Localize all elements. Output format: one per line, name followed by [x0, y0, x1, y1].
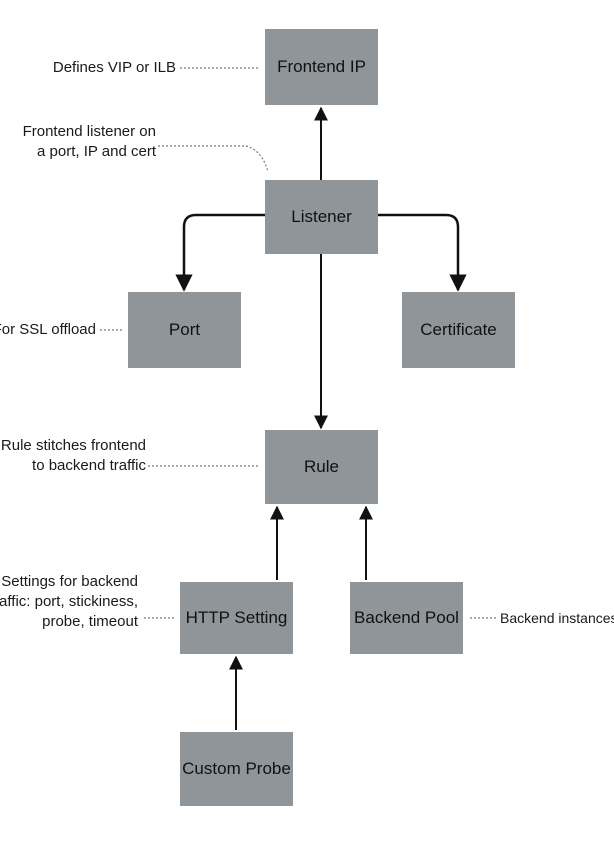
annotation-rule-line: Rule stitches frontend — [0, 437, 146, 454]
annotation-http-setting-line: probe, timeout — [42, 613, 138, 630]
arrow-listener-to-port — [175, 213, 265, 292]
node-backend-pool: Backend Pool — [350, 582, 463, 654]
node-rule: Rule — [265, 430, 378, 504]
annotation-port-line: For SSL offload — [0, 321, 96, 338]
annotation-backend-pool-line: Backend instances — [500, 610, 614, 626]
node-listener: Listener — [265, 180, 378, 254]
node-frontend-ip: Frontend IP — [265, 29, 378, 105]
arrow-listener-to-certificate — [378, 213, 467, 292]
annotation-frontend-ip: Defines VIP or ILB — [53, 58, 176, 78]
leader-listener — [158, 145, 269, 173]
annotation-http-setting: Settings for backend traffic: port, stic… — [0, 572, 138, 632]
node-http-setting: HTTP Setting — [180, 582, 293, 654]
annotation-listener-line: Frontend listener on — [22, 123, 156, 140]
annotation-frontend-ip-line: Defines VIP or ILB — [52, 59, 176, 76]
node-custom-probe: Custom Probe — [180, 732, 293, 806]
node-port: Port — [128, 292, 241, 368]
annotation-listener-line: a port, IP and cert — [37, 143, 156, 160]
node-certificate: Certificate — [402, 292, 515, 368]
annotation-rule: Rule stitches frontend to backend traffi… — [1, 436, 146, 476]
annotation-port: For SSL offload — [0, 320, 96, 340]
annotation-http-setting-line: traffic: port, stickiness, — [0, 593, 138, 610]
annotation-backend-pool: Backend instances — [500, 608, 614, 628]
annotation-http-setting-line: Settings for backend — [1, 573, 138, 590]
annotation-listener: Frontend listener on a port, IP and cert — [23, 122, 156, 162]
annotation-rule-line: to backend traffic — [32, 457, 146, 474]
